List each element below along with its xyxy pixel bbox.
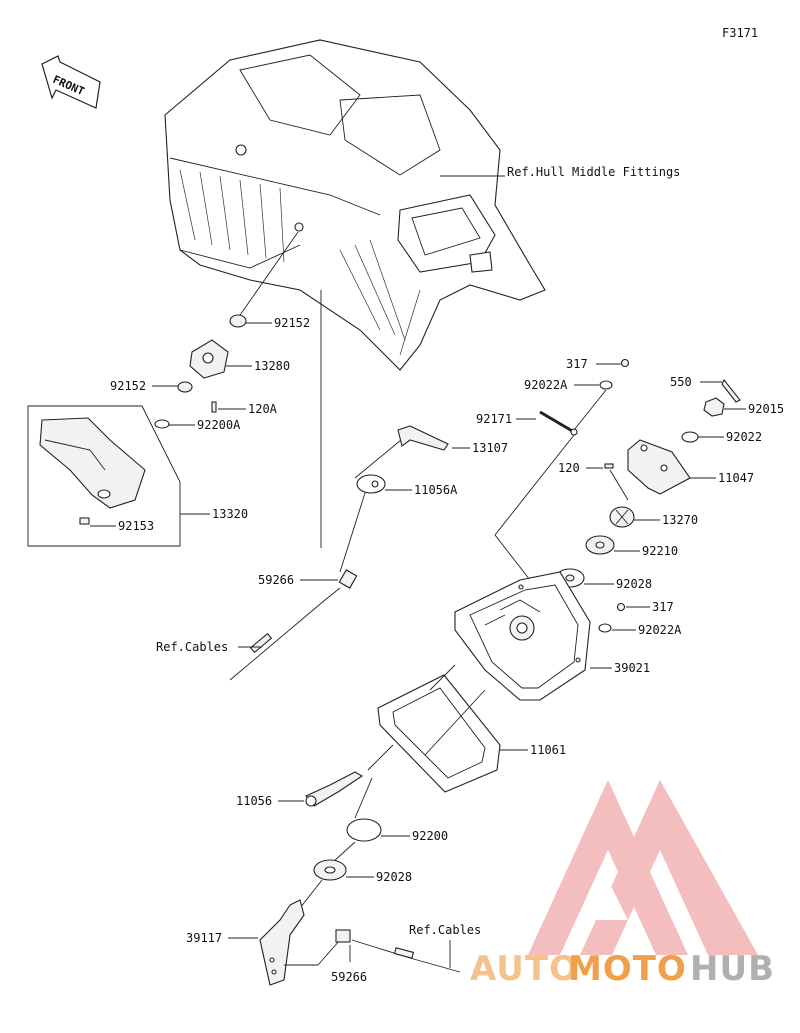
part-92152-top: 92152 (229, 314, 310, 330)
hull-body (164, 39, 546, 371)
part-39117: 39117 (186, 899, 305, 986)
watermark-logo (528, 780, 758, 955)
svg-text:92152: 92152 (274, 316, 310, 330)
part-92200A: 92200A (154, 418, 241, 432)
part-92015: 92015 (703, 397, 784, 417)
part-13320-group: 13320 (27, 405, 248, 547)
part-11056A: 11056A (356, 474, 458, 497)
svg-text:92153: 92153 (118, 519, 154, 533)
svg-text:92210: 92210 (642, 544, 678, 558)
part-92028-mid: 92028 (555, 568, 652, 591)
svg-text:92015: 92015 (748, 402, 784, 416)
svg-text:39021: 39021 (614, 661, 650, 675)
svg-text:13320: 13320 (212, 507, 248, 521)
svg-text:92022: 92022 (726, 430, 762, 444)
svg-text:59266: 59266 (331, 970, 367, 984)
svg-text:11047: 11047 (718, 471, 754, 485)
svg-text:39117: 39117 (186, 931, 222, 945)
part-59266-mid: 59266 (258, 569, 358, 589)
part-92022A-top: 92022A (524, 378, 613, 392)
svg-text:59266: 59266 (258, 573, 294, 587)
part-317-mid: 317 (616, 600, 674, 614)
part-92210: 92210 (585, 535, 678, 558)
part-92152-left: 92152 (110, 379, 193, 393)
svg-text:11056: 11056 (236, 794, 272, 808)
part-317-top: 317 (566, 357, 630, 371)
part-550: 550 (670, 375, 741, 403)
svg-text:120: 120 (558, 461, 580, 475)
part-92200: 92200 (346, 818, 448, 843)
part-59266-low: 59266 (331, 929, 367, 984)
part-92171: 92171 (476, 410, 578, 436)
svg-text:317: 317 (652, 600, 674, 614)
svg-text:92028: 92028 (616, 577, 652, 591)
part-92153: 92153 (79, 517, 154, 533)
svg-text:92171: 92171 (476, 412, 512, 426)
front-arrow-icon: FRONT (41, 55, 101, 109)
svg-text:13107: 13107 (472, 441, 508, 455)
svg-text:13280: 13280 (254, 359, 290, 373)
ref-hull-middle-fittings: Ref.Hull Middle Fittings (507, 165, 680, 179)
svg-text:120A: 120A (248, 402, 278, 416)
part-11056: 11056 (236, 771, 364, 808)
part-92022A-mid: 92022A (598, 623, 682, 637)
svg-text:11061: 11061 (530, 743, 566, 757)
part-13107: 13107 (397, 425, 508, 455)
svg-text:550: 550 (670, 375, 692, 389)
svg-text:MOTO: MOTO (568, 949, 687, 989)
svg-text:13270: 13270 (662, 513, 698, 527)
svg-text:92200: 92200 (412, 829, 448, 843)
part-120: 120 (558, 461, 614, 475)
svg-text:92028: 92028 (376, 870, 412, 884)
svg-text:92022A: 92022A (638, 623, 682, 637)
part-120A: 120A (211, 401, 278, 416)
svg-text:92152: 92152 (110, 379, 146, 393)
svg-text:Ref.Cables: Ref.Cables (156, 640, 228, 654)
part-11061: 11061 (377, 674, 566, 793)
part-92028-low: 92028 (313, 859, 412, 884)
part-11047: 11047 (627, 439, 754, 495)
svg-text:317: 317 (566, 357, 588, 371)
watermark-text: AUTO MOTO HUB (470, 949, 775, 989)
part-92022: 92022 (681, 430, 762, 444)
svg-text:11056A: 11056A (414, 483, 458, 497)
part-13270: 13270 (609, 506, 698, 528)
part-13280: 13280 (189, 339, 290, 379)
svg-text:92200A: 92200A (197, 418, 241, 432)
svg-text:AUTO: AUTO (470, 949, 579, 989)
cable-bottom: Ref.Cables (351, 923, 481, 973)
svg-text:92022A: 92022A (524, 378, 568, 392)
part-39021: 39021 (454, 571, 650, 701)
svg-text:HUB: HUB (690, 949, 775, 989)
svg-text:Ref.Cables: Ref.Cables (409, 923, 481, 937)
diagram-code: F3171 (722, 26, 758, 40)
cable-left: Ref.Cables (156, 587, 341, 681)
